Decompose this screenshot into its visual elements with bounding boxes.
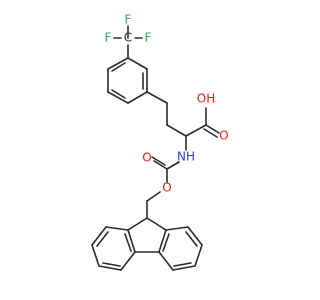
fl-left-double-3 (124, 233, 132, 252)
atom-oh: OH (197, 92, 215, 106)
bond-ccooh-o-2 (203, 128, 218, 138)
bond-nh-ccarb (166, 161, 180, 170)
fl-right-bond-a (165, 226, 189, 231)
fl5-bond-e (127, 217, 148, 231)
bonds (91, 25, 220, 271)
atom-f-left: F (105, 31, 112, 45)
ring1-bond-f (107, 57, 129, 70)
ring1-double-2 (111, 89, 126, 99)
ring1-double-3 (111, 62, 126, 72)
bond-ch2b-calpha (166, 124, 187, 137)
fl-left-bond-a (105, 226, 129, 231)
atom-f-top: F (125, 13, 132, 27)
fl5-bond-b (158, 229, 167, 253)
fl-right-bond-b (187, 226, 203, 246)
fl-right-bond-d (172, 265, 196, 271)
ring1-bond-d (107, 91, 129, 104)
atom-c-cf3: C (124, 31, 132, 45)
atom-nh: NH (177, 150, 195, 164)
atom-o-acid-carbonyl: O (219, 129, 228, 143)
bond-ccarb-o-2 (151, 156, 166, 166)
fl-right-double-3 (162, 233, 170, 252)
fl-right-double-2 (173, 262, 192, 267)
fl-left-bond-e (120, 251, 136, 271)
fl5-bond-a (146, 217, 167, 231)
ring1-bond-c (127, 91, 148, 104)
fl-left-bond-c (91, 244, 100, 267)
fl-left-bond-b (91, 226, 107, 246)
molecule-diagram: F F C F OH O NH O O (91, 13, 229, 271)
ring1-bond-a (127, 57, 148, 70)
atom-o-ester: O (162, 181, 171, 195)
bond-oester-ch2 (146, 191, 161, 202)
molecule-svg: F F C F OH O NH O O (91, 13, 229, 271)
bond-ccooh-o-1 (205, 124, 220, 134)
fl-left-bond-d (98, 265, 122, 271)
fl-left-double-2 (102, 262, 121, 267)
fl-right-double-1 (185, 231, 198, 247)
atom-o-carbamate-carbonyl: O (142, 151, 151, 165)
fl-left-double-1 (96, 231, 109, 247)
bond-ring-ch2a (146, 91, 168, 104)
atom-labels: F F C F OH O NH O O (105, 13, 229, 195)
bond-ccarb-o-1 (153, 160, 168, 170)
bond-calpha-ccooh (185, 124, 207, 137)
fl5-bond-d (127, 229, 136, 253)
atom-f-right: F (145, 31, 152, 45)
fl-right-bond-c (194, 244, 203, 267)
fl-right-bond-e (158, 251, 174, 271)
